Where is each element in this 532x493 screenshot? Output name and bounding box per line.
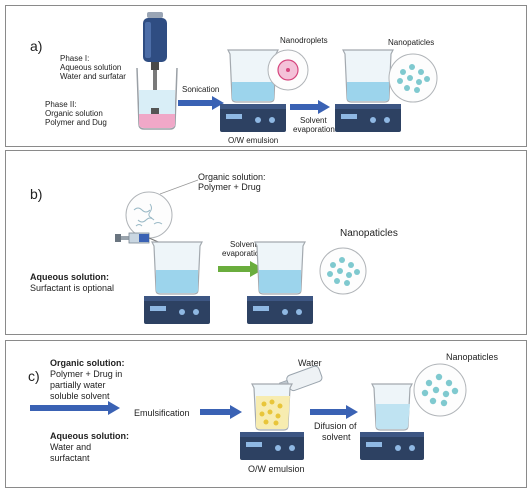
phase2-line1: Organic solution	[45, 109, 103, 118]
nanodroplet-callout-icon	[267, 49, 309, 91]
emulsification-arrow-icon	[200, 405, 242, 419]
sonication-label: Sonication	[182, 85, 220, 94]
aqueous-note-b: Surfactant is optional	[30, 283, 115, 293]
phase2-title: Phase II:	[45, 100, 77, 109]
nanoparticle-callout-icon-c	[413, 363, 467, 417]
organic-line3-c: soluble solvent	[50, 391, 110, 401]
organic-line2-c: partially water	[50, 380, 106, 390]
panel-b-label: b)	[30, 186, 43, 202]
evaporation-line1: Solvent	[300, 116, 327, 125]
evaporation-arrow-icon	[290, 100, 330, 114]
phase1-line1: Aqueous solution	[60, 63, 122, 72]
aqueous-title-c: Aqueous solution:	[50, 431, 129, 441]
aqueous-title-b: Aqueous solution:	[30, 272, 109, 282]
emulsion-beaker-stirrer-icon-c	[240, 383, 304, 460]
organic-title-c: Organic solution:	[50, 358, 125, 368]
diffusion-line2: solvent	[322, 432, 351, 442]
homogenizer-icon	[136, 12, 178, 130]
aqueous-beaker-stirrer-icon	[144, 241, 210, 324]
emulsion-label-a: O/W emulsion	[228, 136, 279, 145]
input-arrow-icon	[30, 401, 120, 415]
organic-solution-line-b: Polymer + Drug	[198, 182, 261, 192]
organic-line1-c: Polymer + Drug in	[50, 369, 123, 379]
diffusion-arrow-icon	[310, 405, 358, 419]
evaporation-line2: evaporation	[293, 125, 335, 134]
sonication-arrow-icon	[178, 96, 224, 110]
emulsification-label: Emulsification	[134, 408, 190, 418]
organic-solution-title-b: Organic solution:	[198, 172, 266, 182]
panel-c-label: c)	[28, 368, 40, 384]
aqueous-line2-c: surfactant	[50, 453, 90, 463]
evaporation-line2-b: evaporation	[222, 249, 264, 258]
aqueous-line1-c: Water and	[50, 442, 92, 452]
panel-a-label: a)	[30, 38, 43, 54]
emulsion-beaker-stirrer-icon	[220, 49, 286, 132]
evaporation-line1-b: Solvent	[230, 240, 257, 249]
evaporation-arrow-green-icon	[218, 261, 264, 277]
nanoparticle-callout-icon-b	[319, 247, 367, 295]
phase1-line2: Water and surfatar	[60, 72, 126, 81]
water-label: Water	[298, 358, 322, 368]
nanoparticle-beaker-stirrer-icon-b	[247, 241, 313, 324]
emulsion-label-c: O/W emulsion	[248, 464, 305, 474]
nanoparticles-label-c: Nanopaticles	[446, 352, 499, 362]
nanodroplets-label: Nanodroplets	[280, 36, 328, 45]
pointer-line-b	[159, 179, 199, 195]
nanoparticle-beaker-stirrer-icon	[335, 49, 401, 132]
diffusion-line1: Difusion of	[314, 421, 357, 431]
nanoparticles-label-a: Nanopaticles	[388, 38, 435, 47]
nanoparticles-label-b: Nanopaticles	[340, 228, 398, 239]
nanoparticle-callout-icon-a	[388, 53, 438, 103]
phase1-title: Phase I:	[60, 54, 90, 63]
phase2-line2: Polymer and Dug	[45, 118, 107, 127]
nanoparticle-beaker-stirrer-icon-c	[360, 383, 424, 460]
